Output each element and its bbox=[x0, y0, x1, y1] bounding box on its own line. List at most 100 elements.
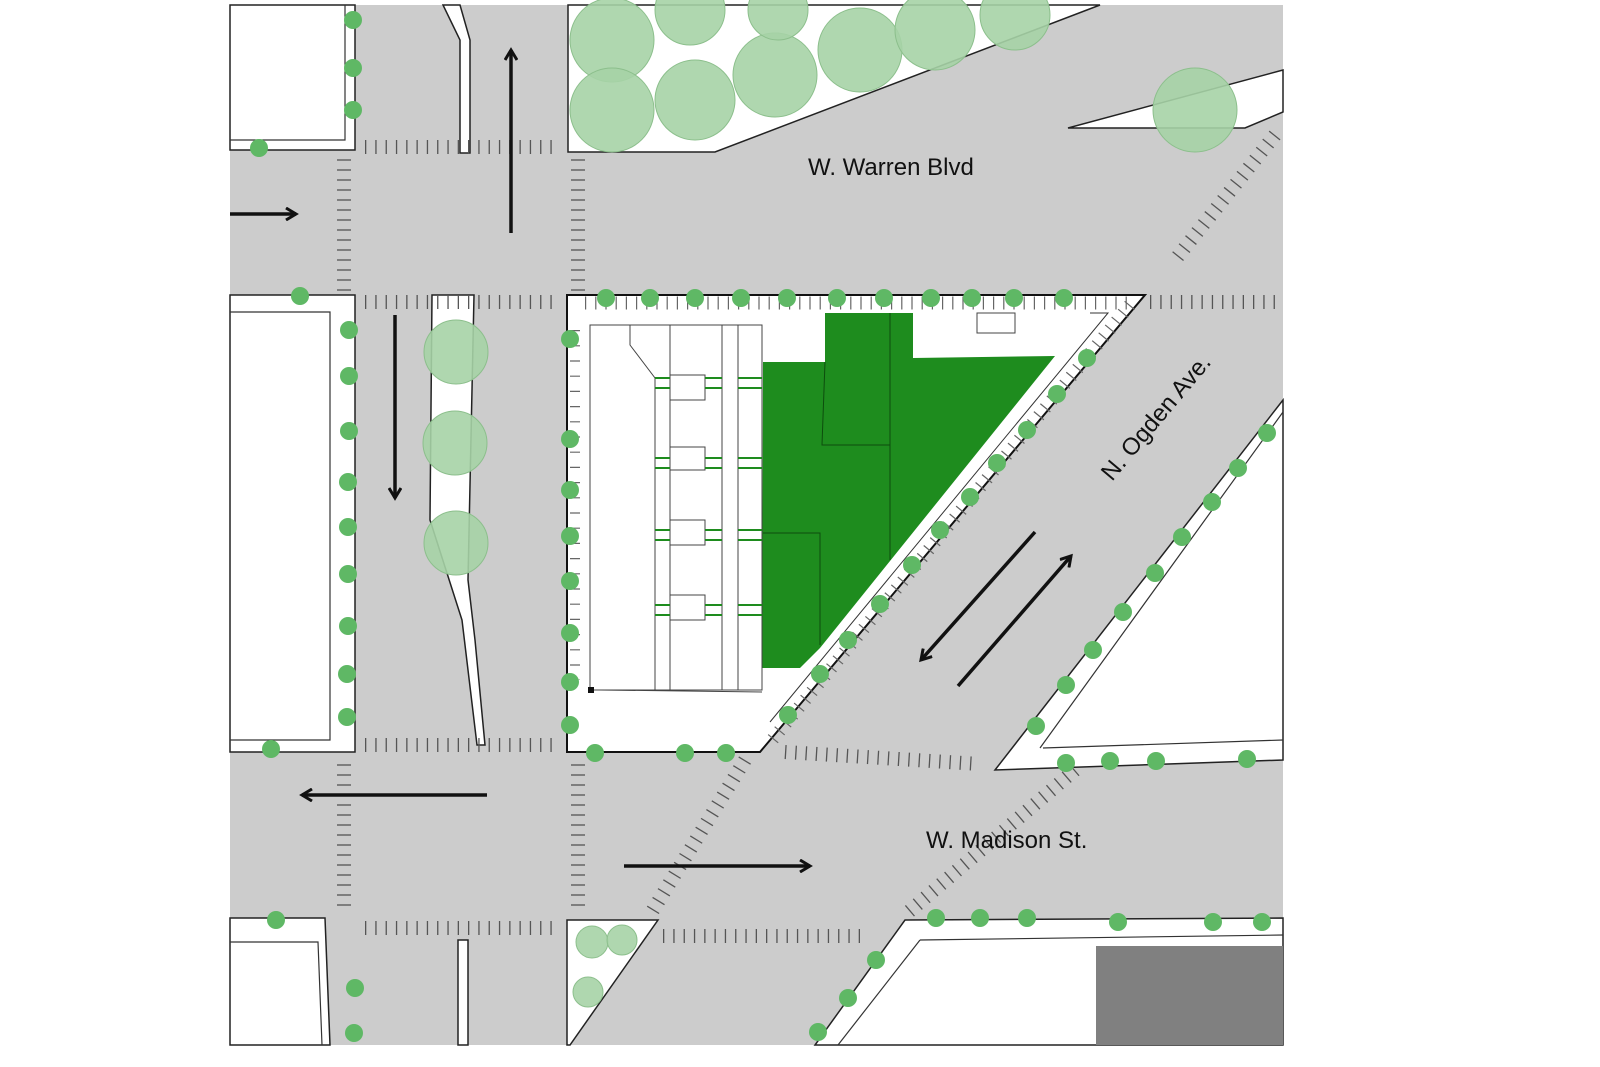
street-tree bbox=[779, 706, 797, 724]
street-tree bbox=[344, 101, 362, 119]
street-tree bbox=[875, 289, 893, 307]
block-southwest bbox=[229, 917, 331, 1046]
street-tree bbox=[1057, 754, 1075, 772]
median-north bbox=[441, 4, 471, 154]
street-tree bbox=[676, 744, 694, 762]
street-trees bbox=[250, 11, 1276, 1042]
street-tree bbox=[931, 521, 949, 539]
large-tree bbox=[572, 976, 604, 1008]
street-tree bbox=[339, 518, 357, 536]
street-tree bbox=[732, 289, 750, 307]
street-tree bbox=[561, 572, 579, 590]
street-tree bbox=[339, 565, 357, 583]
street-tree bbox=[1173, 528, 1191, 546]
street-tree bbox=[340, 422, 358, 440]
street-tree bbox=[338, 665, 356, 683]
street-tree bbox=[1229, 459, 1247, 477]
crosswalks-diagonal bbox=[644, 130, 1281, 921]
street-tree bbox=[1146, 564, 1164, 582]
street-tree bbox=[1057, 676, 1075, 694]
street-tree bbox=[1203, 493, 1221, 511]
street-tree bbox=[346, 979, 364, 997]
large-tree bbox=[894, 0, 976, 71]
large-tree bbox=[817, 7, 903, 93]
street-tree bbox=[344, 11, 362, 29]
street-tree bbox=[1048, 385, 1066, 403]
street-tree bbox=[340, 321, 358, 339]
street-tree bbox=[1258, 424, 1276, 442]
arrow-southwest-ogden bbox=[921, 530, 1037, 660]
street-tree bbox=[1055, 289, 1073, 307]
street-tree bbox=[561, 716, 579, 734]
large-tree bbox=[654, 0, 726, 46]
large-trees bbox=[422, 0, 1238, 1008]
large-tree bbox=[654, 59, 736, 141]
street-tree bbox=[903, 556, 921, 574]
street-tree bbox=[828, 289, 846, 307]
street-tree bbox=[267, 911, 285, 929]
large-tree bbox=[422, 410, 488, 476]
large-tree bbox=[423, 510, 489, 576]
street-tree bbox=[561, 673, 579, 691]
street-tree bbox=[1147, 752, 1165, 770]
street-tree bbox=[345, 1024, 363, 1042]
street-tree bbox=[1253, 913, 1271, 931]
street-tree bbox=[641, 289, 659, 307]
street-tree bbox=[597, 289, 615, 307]
existing-building bbox=[1096, 946, 1283, 1045]
street-tree bbox=[338, 708, 356, 726]
median-south bbox=[457, 939, 469, 1046]
street-tree bbox=[1114, 603, 1132, 621]
street-tree bbox=[1204, 913, 1222, 931]
street-tree bbox=[1078, 349, 1096, 367]
street-tree bbox=[1018, 421, 1036, 439]
street-tree bbox=[561, 624, 579, 642]
large-tree bbox=[1152, 67, 1238, 153]
street-tree bbox=[262, 740, 280, 758]
street-tree bbox=[717, 744, 735, 762]
street-tree bbox=[867, 951, 885, 969]
large-tree bbox=[569, 67, 655, 153]
street-tree bbox=[988, 454, 1006, 472]
street-tree bbox=[961, 488, 979, 506]
street-label-warren: W. Warren Blvd bbox=[808, 154, 974, 181]
street-tree bbox=[927, 909, 945, 927]
street-tree bbox=[871, 595, 889, 613]
street-label-madison: W. Madison St. bbox=[926, 827, 1087, 854]
street-tree bbox=[561, 481, 579, 499]
street-tree bbox=[922, 289, 940, 307]
street-tree bbox=[1238, 750, 1256, 768]
large-tree bbox=[423, 319, 489, 385]
arrow-northeast-ogden bbox=[956, 556, 1071, 688]
street-tree bbox=[561, 527, 579, 545]
block-west bbox=[229, 294, 356, 753]
street-tree bbox=[339, 617, 357, 635]
street-tree bbox=[1005, 289, 1023, 307]
street-tree bbox=[561, 330, 579, 348]
street-tree bbox=[971, 909, 989, 927]
street-tree bbox=[561, 430, 579, 448]
street-tree bbox=[340, 367, 358, 385]
street-tree bbox=[839, 989, 857, 1007]
rowhouses bbox=[589, 312, 1016, 693]
project-site bbox=[566, 294, 1148, 753]
street-tree bbox=[250, 139, 268, 157]
street-tree bbox=[811, 665, 829, 683]
large-tree bbox=[732, 32, 818, 118]
large-tree bbox=[747, 0, 809, 41]
street-tree bbox=[1084, 641, 1102, 659]
green-roof-area bbox=[762, 313, 1055, 668]
block-northwest bbox=[229, 4, 356, 151]
street-tree bbox=[339, 473, 357, 491]
traffic-arrows bbox=[230, 50, 1071, 866]
street-tree bbox=[344, 59, 362, 77]
street-tree bbox=[809, 1023, 827, 1041]
street-tree bbox=[839, 631, 857, 649]
large-tree bbox=[979, 0, 1051, 51]
street-tree bbox=[778, 289, 796, 307]
street-tree bbox=[1018, 909, 1036, 927]
street-tree bbox=[1027, 717, 1045, 735]
street-tree bbox=[586, 744, 604, 762]
